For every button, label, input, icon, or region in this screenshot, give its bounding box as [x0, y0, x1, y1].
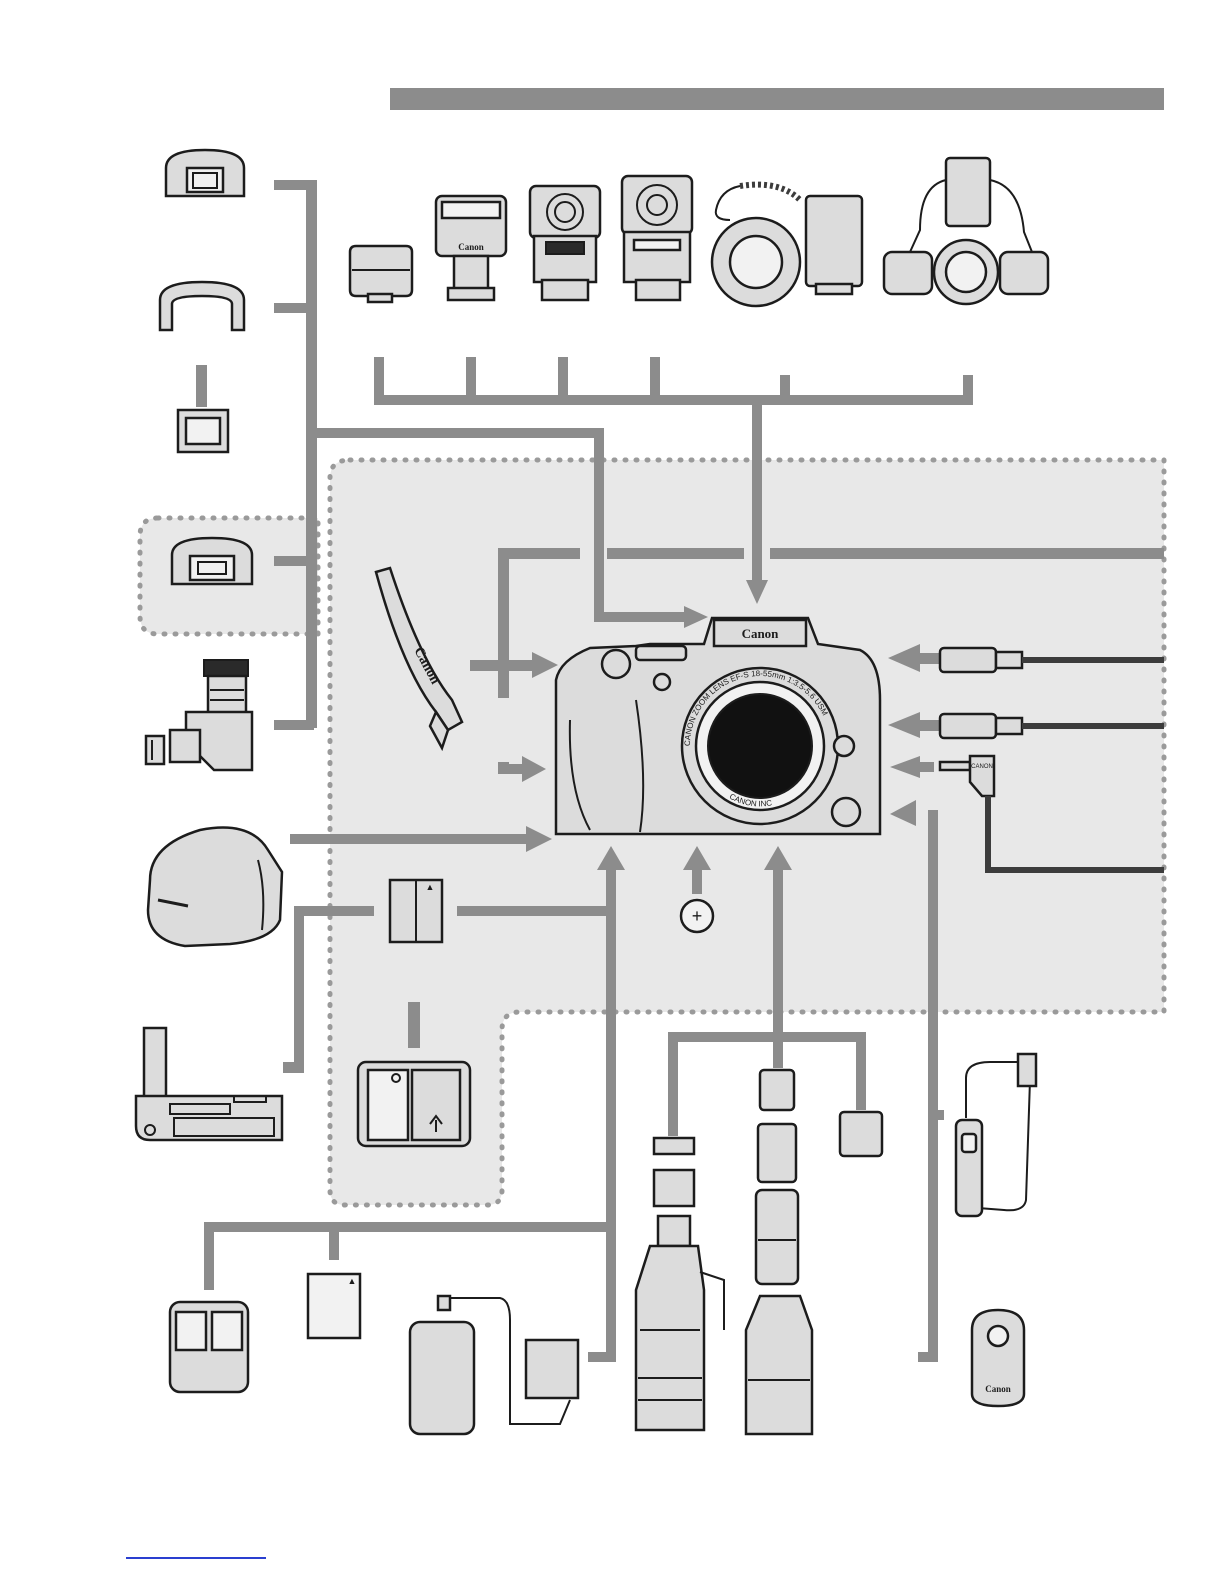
battery-direction-label: ▲: [426, 882, 435, 892]
lens-short: [840, 1112, 882, 1156]
coin-cell-label: +: [692, 906, 703, 926]
super-telephoto-lens: [636, 1216, 724, 1430]
date-battery: +: [681, 900, 713, 932]
battery-grip: [136, 1028, 282, 1140]
footer-link[interactable]: [126, 1557, 266, 1559]
battery-charger: [358, 1062, 470, 1146]
ac-adapter-kit: [410, 1296, 578, 1434]
angle-finder: [146, 660, 252, 770]
speedlite-medium: [530, 186, 600, 300]
speedlite-large: [622, 176, 692, 300]
remote-brand-label: Canon: [985, 1384, 1011, 1394]
lens-pancake: [760, 1070, 794, 1110]
twin-lite: [884, 158, 1048, 304]
eyepiece-adapter: [160, 282, 244, 330]
lens-wide: [758, 1124, 796, 1182]
dual-battery-charger: [170, 1302, 248, 1392]
flash-brand-label: Canon: [458, 242, 484, 252]
speedlite-small: Canon: [436, 196, 506, 300]
lens-telephoto: [746, 1296, 812, 1434]
ring-lite: [712, 185, 862, 306]
compact-flash: [350, 246, 412, 302]
battery-pack: ▲: [390, 880, 442, 942]
remote-switch: [956, 1054, 1036, 1216]
camera-body: Canon CANON ZOOM LENS EF-S 18-55mm 1:3.5…: [556, 618, 880, 834]
eyecup-large: [172, 538, 252, 584]
rubber-eyecup: [166, 150, 244, 196]
av-cable-brand-label: CANON: [971, 764, 993, 770]
memory-card: ▲: [308, 1274, 360, 1338]
semi-hard-case: [148, 828, 282, 947]
header-bar: [390, 88, 1164, 110]
wireless-remote: Canon: [972, 1310, 1024, 1406]
camera-brand-label: Canon: [742, 626, 780, 641]
dioptric-lens: [178, 410, 228, 452]
extension-tubes: [654, 1138, 694, 1206]
lens-zoom: [756, 1190, 798, 1284]
card-direction-label: ▲: [348, 1276, 357, 1286]
